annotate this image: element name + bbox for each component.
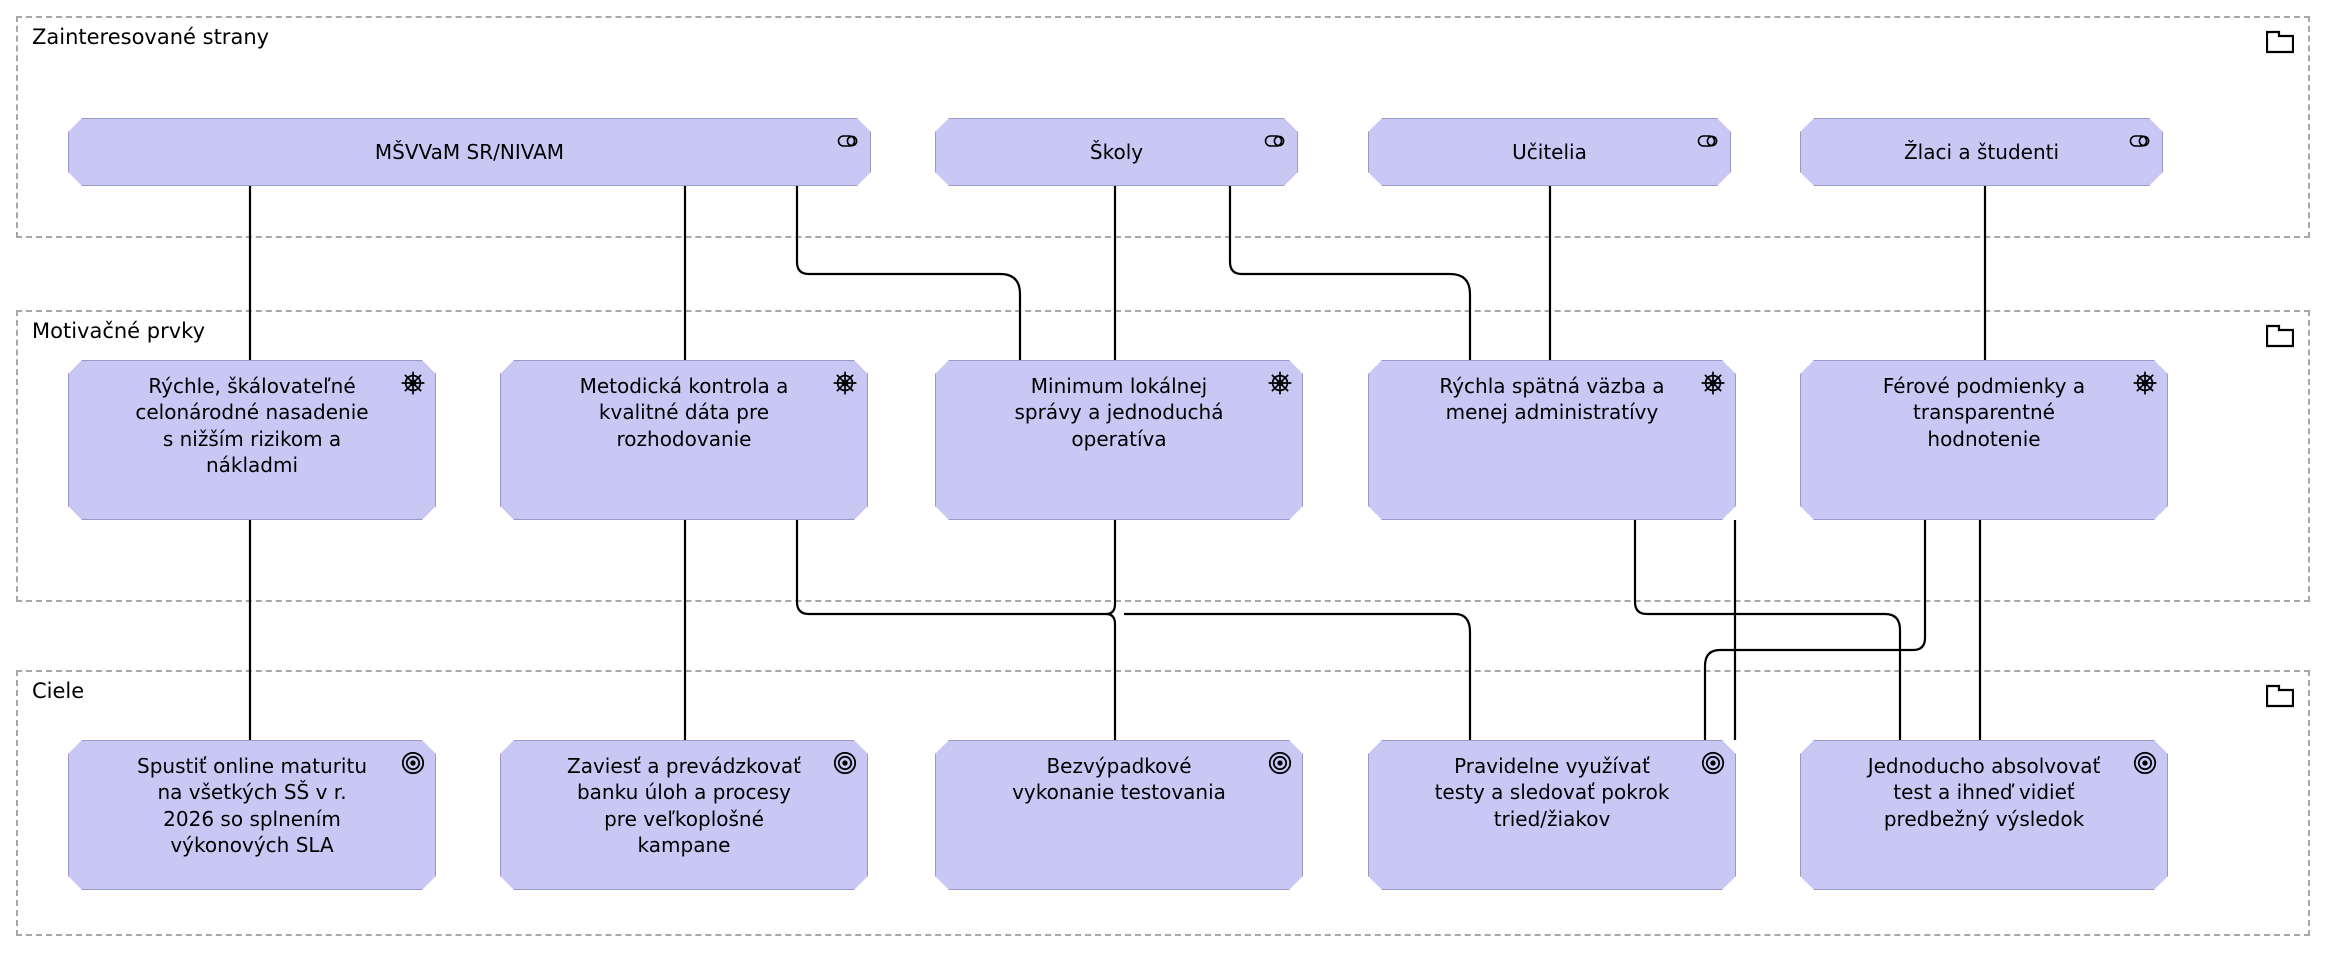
stakeholder-label: Žlaci a študenti (1903, 139, 2060, 164)
folder-icon (2266, 324, 2294, 348)
driver-node-4[interactable]: Rýchla spätná väzba a menej administratí… (1368, 360, 1736, 520)
stakeholder-label: Učitelia (1512, 139, 1587, 164)
driver-node-2[interactable]: Metodická kontrola a kvalitné dáta pre r… (500, 360, 868, 520)
driver-node-1[interactable]: Rýchle, škálovateľné celonárodné nasaden… (68, 360, 436, 520)
group-stakeholders[interactable]: Zainteresované strany (16, 16, 2310, 238)
group-goals-label: Ciele (32, 679, 85, 703)
folder-icon (2266, 30, 2294, 54)
driver-label: Rýchla spätná väzba a menej administratí… (1439, 374, 1665, 425)
goal-node-2[interactable]: Zaviesť a prevádzkovať banku úloh a proc… (500, 740, 868, 890)
goal-label: Spustiť online maturitu na všetkých SŠ v… (137, 754, 367, 858)
goal-node-5[interactable]: Jednoducho absolvovať test a ihneď vidie… (1800, 740, 2168, 890)
folder-icon (2266, 684, 2294, 708)
stakeholder-node-skoly[interactable]: Školy (935, 118, 1298, 186)
goal-label: Bezvýpadkové vykonanie testovania (1012, 754, 1226, 805)
stakeholder-node-ucitelia[interactable]: Učitelia (1368, 118, 1731, 186)
stakeholder-node-ziaci[interactable]: Žlaci a študenti (1800, 118, 2163, 186)
goal-label: Pravidelne využívať testy a sledovať pok… (1434, 754, 1670, 831)
stakeholder-label: Školy (1089, 139, 1144, 164)
driver-label: Metodická kontrola a kvalitné dáta pre r… (579, 374, 789, 451)
driver-label: Rýchle, škálovateľné celonárodné nasaden… (135, 374, 369, 478)
goal-node-1[interactable]: Spustiť online maturitu na všetkých SŠ v… (68, 740, 436, 890)
driver-label: Férové podmienky a transparentné hodnote… (1882, 374, 2086, 451)
goal-node-4[interactable]: Pravidelne využívať testy a sledovať pok… (1368, 740, 1736, 890)
stakeholder-node-msvvam[interactable]: MŠVVaM SR/NIVAM (68, 118, 871, 186)
goal-label: Jednoducho absolvovať test a ihneď vidie… (1867, 754, 2101, 831)
group-stakeholders-label: Zainteresované strany (32, 25, 270, 49)
goal-label: Zaviesť a prevádzkovať banku úloh a proc… (567, 754, 801, 858)
group-motivation-label: Motivačné prvky (32, 319, 206, 343)
driver-node-3[interactable]: Minimum lokálnej správy a jednoduchá ope… (935, 360, 1303, 520)
driver-node-5[interactable]: Férové podmienky a transparentné hodnote… (1800, 360, 2168, 520)
goal-node-3[interactable]: Bezvýpadkové vykonanie testovania (935, 740, 1303, 890)
driver-label: Minimum lokálnej správy a jednoduchá ope… (1014, 374, 1224, 451)
stakeholder-label: MŠVVaM SR/NIVAM (374, 139, 565, 164)
